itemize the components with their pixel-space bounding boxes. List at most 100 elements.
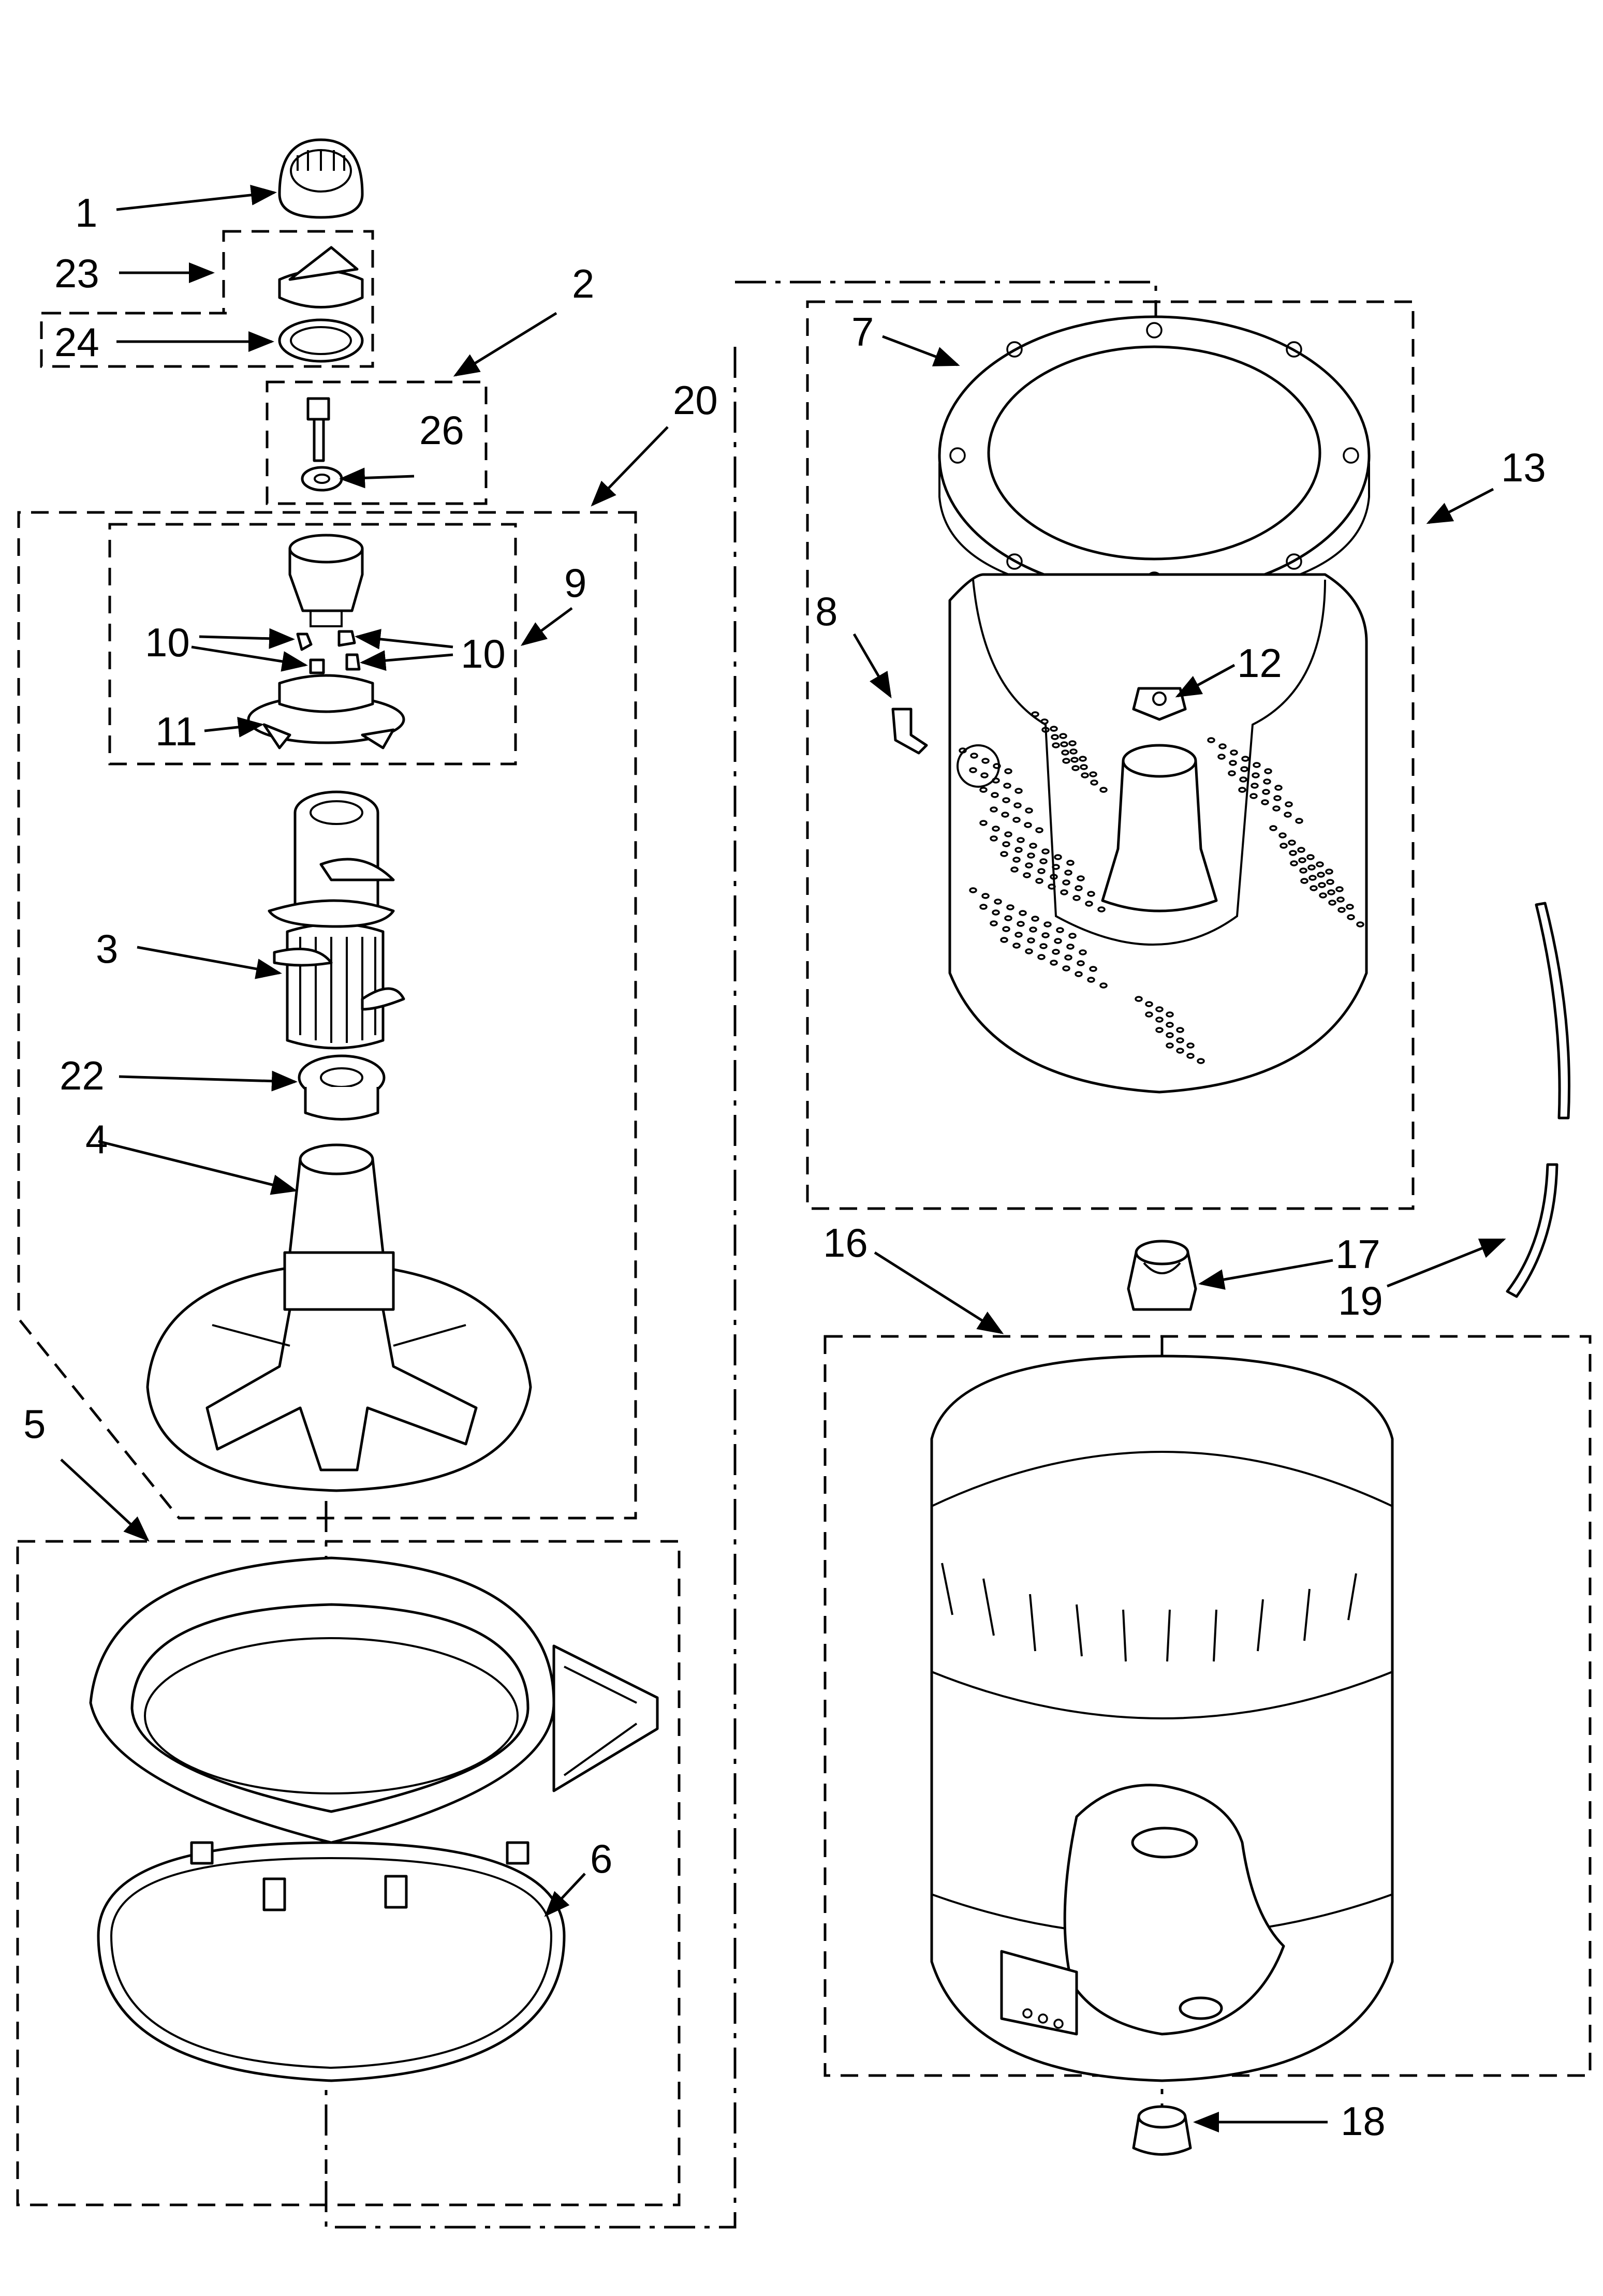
callout-20: 20 (673, 377, 718, 423)
basket-hole (1040, 718, 1049, 725)
basket-hole (1002, 841, 1010, 847)
basket-hole (1145, 1011, 1153, 1018)
basket-hole (1066, 944, 1075, 950)
basket-hole (1300, 878, 1308, 884)
basket-hole (1166, 1022, 1174, 1028)
part-8-clip (891, 708, 928, 755)
basket-hole (1166, 1032, 1174, 1038)
basket-hole (1027, 937, 1035, 944)
basket-hole (1176, 1027, 1184, 1033)
basket-hole (1186, 1053, 1195, 1059)
basket-hole (1176, 1037, 1184, 1043)
basket-hole (992, 826, 1000, 832)
basket-hole (1061, 749, 1069, 756)
part-7-ring (938, 315, 1371, 602)
basket-hole (1356, 921, 1364, 928)
basket-hole (1186, 1042, 1195, 1049)
part-10-dogs (296, 630, 361, 674)
basket-hole (1166, 1011, 1174, 1018)
basket-hole (1004, 831, 1012, 837)
basket-hole (1012, 857, 1021, 863)
basket-hole (1002, 797, 1010, 803)
basket-hole (1041, 727, 1050, 733)
basket-hole (1135, 996, 1143, 1002)
basket-hole (1269, 825, 1277, 831)
basket-hole (969, 887, 977, 893)
basket-hole (1062, 879, 1070, 886)
basket-hole (1041, 848, 1050, 855)
basket-hole (1295, 818, 1303, 824)
basket-hole (1252, 772, 1260, 778)
callout-4: 4 (85, 1116, 108, 1162)
basket-hole (1052, 864, 1060, 870)
basket-hole (1029, 843, 1037, 849)
callout-8: 8 (815, 588, 837, 634)
basket-hole (1272, 805, 1281, 812)
basket-hole (1336, 896, 1345, 903)
basket-hole (1327, 889, 1335, 895)
basket-hole (1099, 982, 1108, 989)
basket-hole (1072, 895, 1081, 901)
basket-hole (1012, 817, 1021, 823)
callout-18: 18 (1341, 2098, 1386, 2144)
basket-hole (1337, 907, 1346, 913)
basket-hole (1064, 954, 1072, 961)
basket-hole (1039, 858, 1048, 864)
basket-hole (1155, 1027, 1164, 1033)
callout-9: 9 (564, 560, 586, 606)
part-22-bearing (298, 1054, 386, 1121)
callout-1: 1 (75, 190, 97, 236)
basket-hole (959, 747, 967, 754)
basket-hole (1289, 850, 1297, 856)
callout-arrows (60, 184, 1506, 2132)
basket-hole (979, 904, 988, 910)
basket-hole (1037, 954, 1046, 960)
basket-hole (970, 753, 978, 759)
part-3-auger (268, 790, 405, 1050)
basket-hole (1019, 910, 1027, 916)
callout-16: 16 (823, 1220, 868, 1265)
basket-hole (990, 920, 998, 926)
basket-hole (1075, 971, 1083, 977)
basket-hole (1079, 949, 1087, 955)
basket-hole (981, 758, 990, 764)
box-13 (806, 300, 1415, 1210)
basket-hole (1155, 1017, 1164, 1023)
callout-5: 5 (23, 1401, 46, 1447)
basket-hole (1037, 868, 1046, 874)
leader-chain (325, 347, 737, 2229)
box-2 (266, 380, 488, 505)
basket-hole (1280, 843, 1288, 849)
basket-hole (979, 787, 988, 793)
basket-hole (1069, 748, 1078, 755)
callout-17: 17 (1335, 1231, 1380, 1277)
basket-hole (1089, 966, 1097, 972)
basket-hole (1085, 901, 1093, 907)
part-18-plug (1132, 2105, 1192, 2156)
basket-hole (1316, 861, 1324, 867)
callout-13: 13 (1501, 445, 1546, 490)
basket-hole (1326, 879, 1334, 885)
basket-hole (1051, 734, 1059, 740)
basket-hole (1068, 933, 1077, 939)
basket-hole (1230, 749, 1238, 756)
basket-hole (1056, 927, 1064, 933)
basket-hole (1099, 787, 1108, 793)
basket-hole (980, 772, 989, 778)
basket-hole (1039, 943, 1048, 949)
basket-hole (1307, 864, 1316, 871)
callout-2: 2 (572, 261, 594, 306)
basket-hole (1064, 870, 1072, 876)
callout-22: 22 (60, 1053, 105, 1098)
basket-hole (1298, 857, 1306, 863)
basket-hole (1025, 862, 1033, 869)
part-9-cog (288, 534, 364, 627)
basket-hole (1023, 872, 1031, 878)
basket-hole (1077, 875, 1085, 881)
part-1-cap (278, 138, 364, 219)
basket-holes (959, 711, 1364, 1064)
basket-hole (1087, 977, 1095, 983)
basket-hole (994, 899, 1002, 905)
basket-hole (990, 835, 998, 842)
